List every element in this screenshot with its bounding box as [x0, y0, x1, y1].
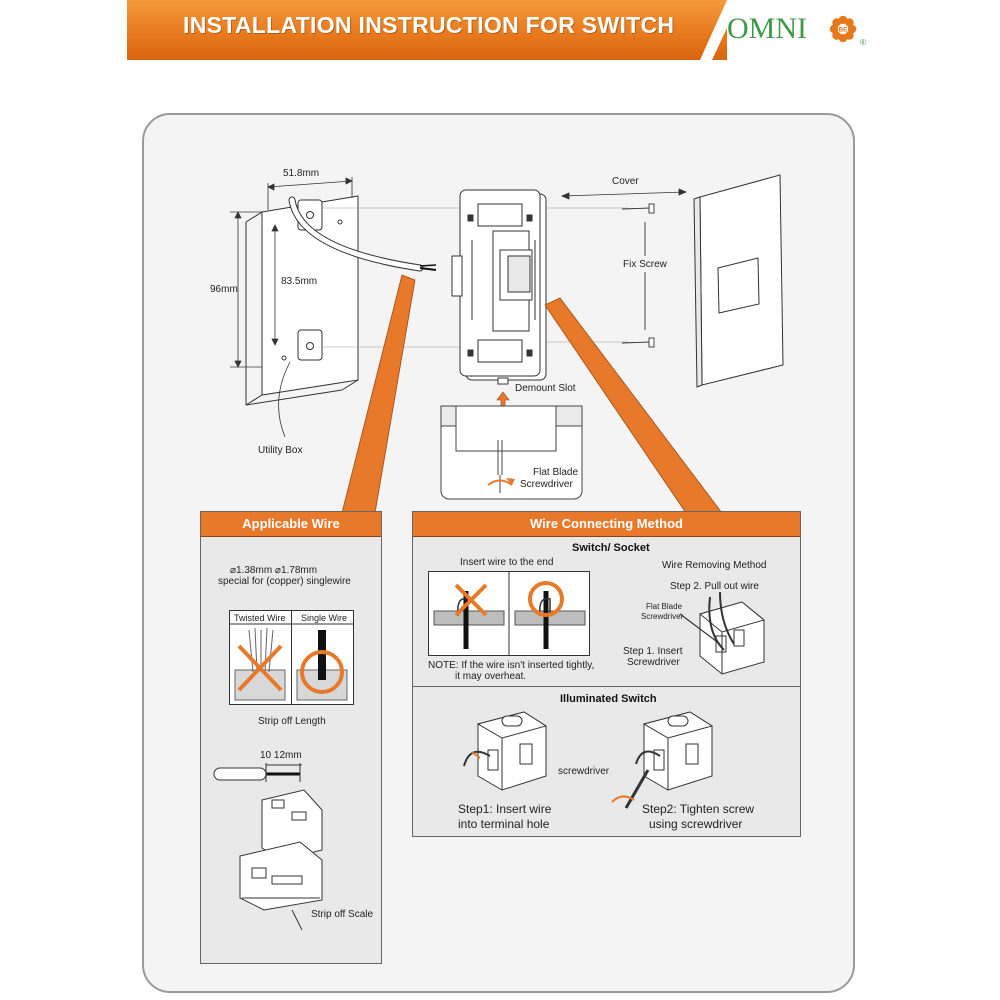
switch-socket-title: Switch/ Socket: [572, 542, 650, 554]
strip-mm-label: 10 12mm: [260, 750, 302, 761]
header-banner: [127, 0, 727, 60]
width-dimension-label: 51.8mm: [283, 168, 320, 179]
note-line-2: it may overheat.: [455, 671, 527, 682]
brand-flower-icon: BE: [829, 15, 857, 43]
twisted-wire-icon: [234, 627, 286, 701]
fix-screw-drawing: [621, 203, 655, 348]
illuminated-step2-line-2: using screwdriver: [649, 817, 743, 831]
single-wire-icon: [296, 630, 348, 701]
illuminated-step1-line-2: into terminal hole: [458, 817, 550, 831]
brand-logo-text: OMNI: [727, 12, 807, 45]
insert-wire-drawing: [428, 571, 590, 656]
utility-box-drawing: [245, 195, 437, 406]
outer-height-label: 96mm: [210, 284, 238, 295]
wire-diameter-label: ⌀1.38mm ⌀1.78mm: [230, 565, 318, 576]
registered-mark: ®: [860, 38, 866, 47]
step2-pull-label: Step 2. Pull out wire: [670, 581, 759, 592]
single-wire-label: Single Wire: [301, 613, 348, 623]
illuminated-step1-line-1: Step1: Insert wire: [458, 802, 552, 816]
wire-removing-drawing: [679, 591, 766, 675]
flat-blade-label-2: Screwdriver: [641, 612, 684, 621]
wire-removing-title: Wire Removing Method: [662, 560, 767, 571]
demount-slot-label: Demount Slot: [515, 383, 576, 394]
strip-length-label: Strip off Length: [258, 716, 326, 727]
illuminated-switch-title: Illuminated Switch: [560, 693, 657, 705]
step1-insert-label-1: Step 1. Insert: [623, 646, 683, 657]
installation-diagram: [230, 174, 784, 514]
illuminated-step1-drawing: [463, 711, 548, 791]
insert-wire-label: Insert wire to the end: [460, 557, 554, 568]
flat-blade-label-1: Flat Blade: [646, 602, 683, 611]
screwdriver-inset: [440, 405, 583, 500]
brand-emblem-text: BE: [838, 27, 848, 34]
header-banner-corner: [700, 0, 740, 60]
note-line-1: NOTE: If the wire isn't inserted tightly…: [428, 660, 595, 671]
wire-connecting-panel: Wire Connecting Method: [412, 511, 801, 837]
twisted-wire-label: Twisted Wire: [234, 613, 286, 623]
utility-box-label: Utility Box: [258, 445, 303, 456]
wire-comparison-table: [229, 610, 354, 705]
cover-label: Cover: [612, 176, 639, 187]
illuminated-step2-drawing: [611, 711, 714, 809]
strip-length-drawing: [213, 763, 323, 931]
screwdriver-label-2: Screwdriver: [520, 479, 573, 490]
cover-plate-drawing: [693, 174, 784, 388]
switch-mechanism-drawing: [451, 189, 547, 385]
panel-divider: [413, 686, 800, 687]
fix-screw-label: Fix Screw: [623, 259, 667, 270]
strip-scale-label: Strip off Scale: [311, 909, 374, 920]
page-title: INSTALLATION INSTRUCTION FOR SWITCH: [183, 12, 675, 38]
inner-height-label: 83.5mm: [281, 276, 318, 287]
illuminated-step2-line-1: Step2: Tighten screw: [642, 802, 755, 816]
wire-connecting-title: Wire Connecting Method: [413, 512, 800, 537]
screwdriver-label: screwdriver: [558, 766, 610, 777]
wire-spec-label: special for (copper) singlewire: [218, 576, 351, 587]
step1-insert-label-2: Screwdriver: [627, 657, 680, 668]
applicable-wire-title: Applicable Wire: [201, 512, 381, 537]
screwdriver-label-1: Flat Blade: [533, 467, 579, 478]
